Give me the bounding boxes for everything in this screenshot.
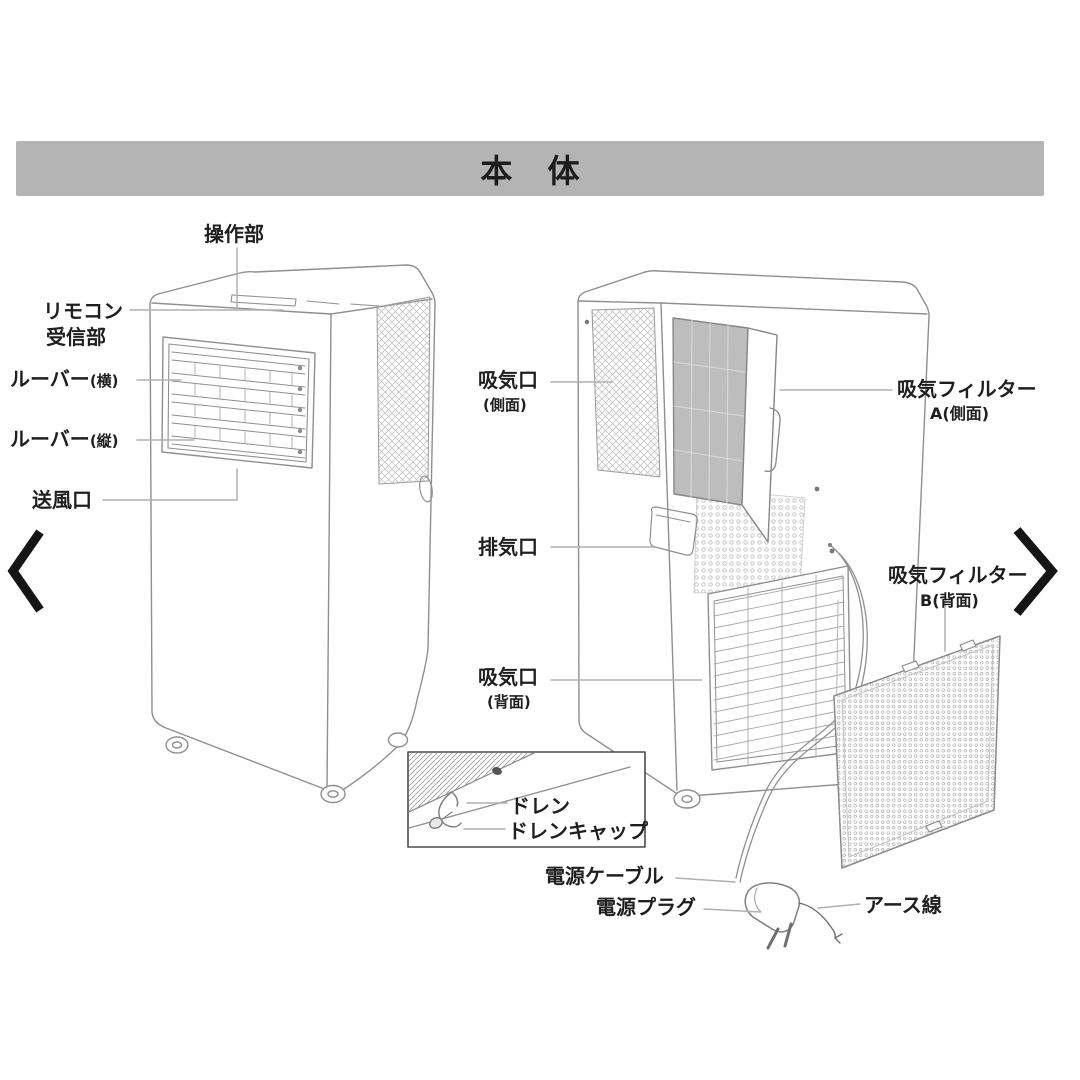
- next-button[interactable]: [1008, 520, 1064, 620]
- label-remote-receiver-line2: 受信部: [46, 325, 106, 349]
- drain-detail-inset: [407, 751, 646, 848]
- label-intake-filter-a-sub: A(側面): [930, 404, 990, 423]
- label-remote-receiver-line1: リモコン: [43, 299, 123, 323]
- label-earth-wire: アース線: [864, 893, 942, 917]
- label-intake-side-sub: (側面): [483, 396, 527, 414]
- label-intake-back: 吸気口: [478, 665, 538, 689]
- prev-button[interactable]: [2, 522, 58, 622]
- label-intake-back-sub: (背面): [487, 693, 531, 711]
- label-louver-vertical-text: ルーバー: [10, 427, 90, 451]
- label-power-cable: 電源ケーブル: [545, 864, 664, 888]
- label-drain-cap: ドレンキャップ: [508, 819, 648, 843]
- label-louver-vertical: ルーバー(縦): [10, 428, 119, 451]
- power-plug-drawing: [744, 882, 843, 950]
- label-intake-filter-a: 吸気フィルター: [897, 377, 1037, 401]
- intake-filter-a-panel: [672, 317, 781, 543]
- rear-view-illustration: [577, 270, 1001, 950]
- label-louver-horizontal-text: ルーバー: [10, 367, 90, 391]
- label-louver-horizontal-sub: (横): [89, 372, 119, 390]
- front-view-illustration: [149, 264, 436, 804]
- intake-filter-b-panel: [833, 635, 1001, 869]
- label-louver-vertical-sub: (縦): [89, 432, 119, 450]
- label-intake-side: 吸気口: [478, 368, 538, 392]
- chevron-right-icon: [1013, 527, 1058, 616]
- label-drain: ドレン: [510, 794, 570, 818]
- label-control-panel: 操作部: [204, 222, 264, 246]
- label-intake-filter-b-sub: B(背面): [920, 591, 979, 610]
- section-header-bar: 本 体: [16, 141, 1044, 196]
- label-louver-horizontal: ルーバー(横): [10, 368, 119, 391]
- label-exhaust: 排気口: [478, 535, 538, 559]
- label-air-outlet: 送風口: [32, 488, 92, 512]
- chevron-left-icon: [7, 529, 44, 613]
- section-title: 本 体: [480, 151, 592, 190]
- label-intake-filter-b: 吸気フィルター: [888, 563, 1028, 587]
- leader-lines: [102, 247, 946, 913]
- label-power-plug: 電源プラグ: [596, 895, 696, 919]
